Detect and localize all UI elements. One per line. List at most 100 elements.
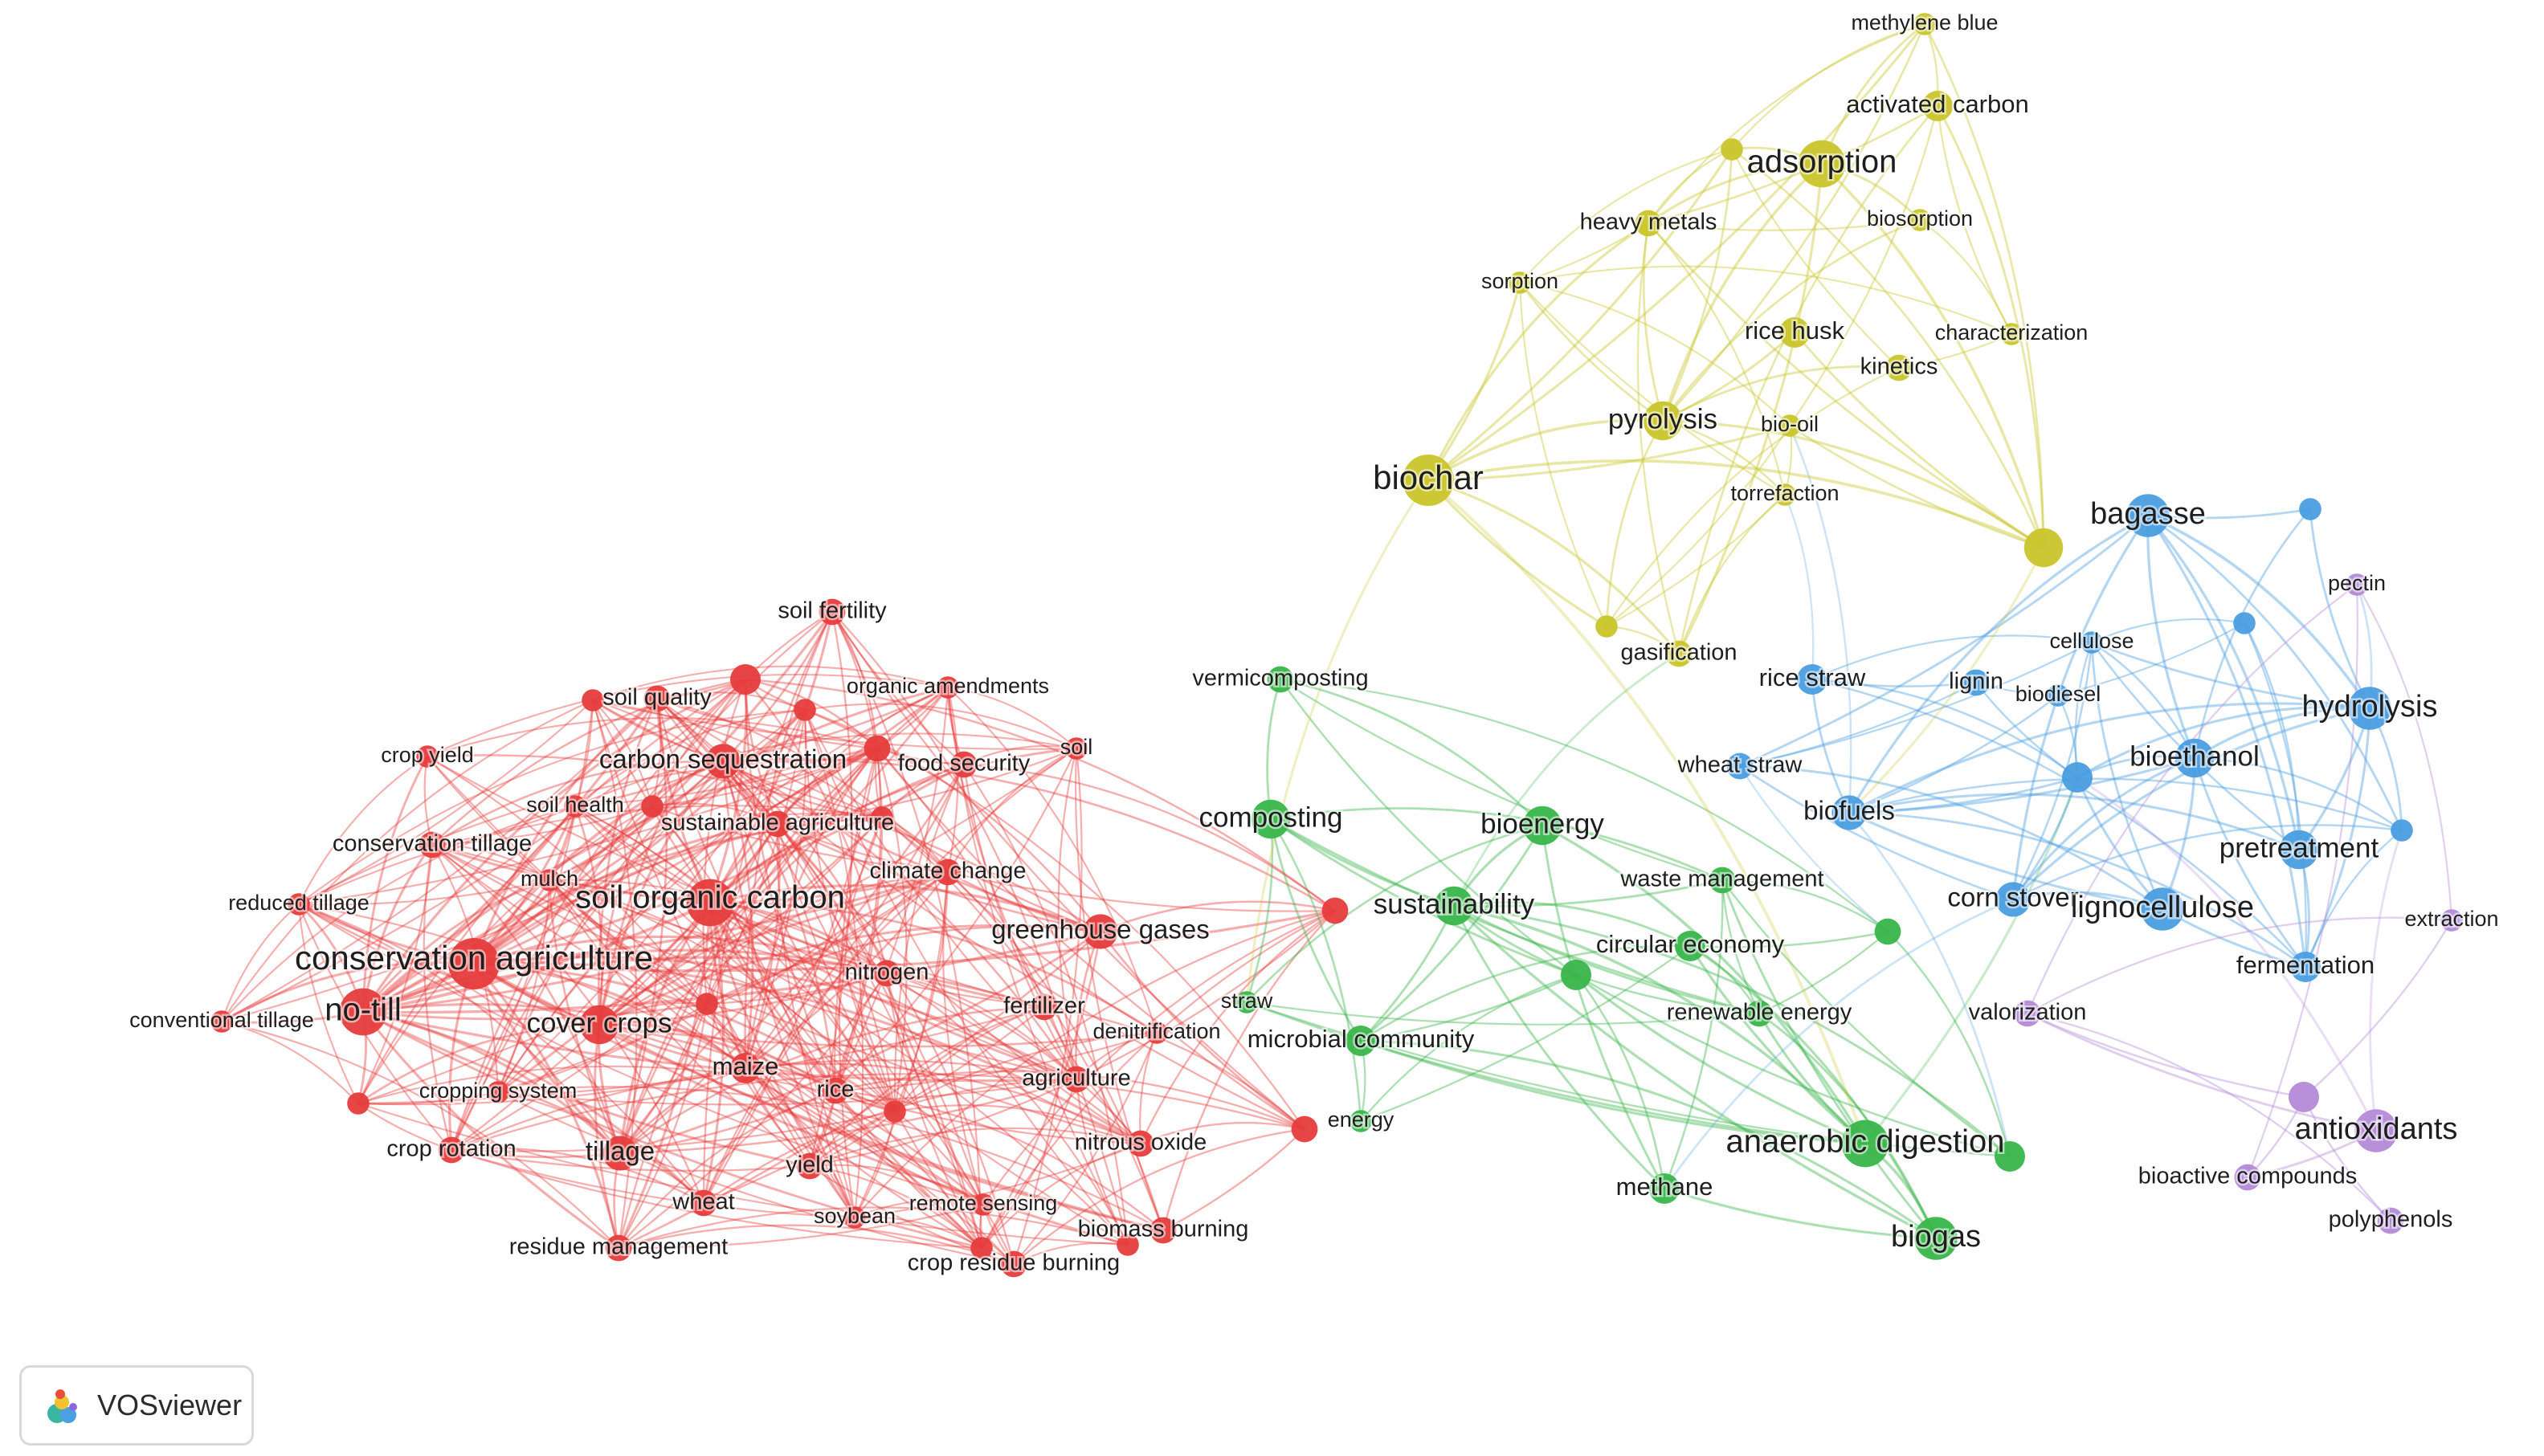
label-activated-carbon[interactable]: activated carbon xyxy=(1844,88,2031,120)
node-conventional-tillage[interactable] xyxy=(210,1010,233,1033)
node-u-yellow-1[interactable] xyxy=(1721,138,1743,161)
node-antioxidants[interactable] xyxy=(2354,1109,2398,1152)
node-u-red-13[interactable] xyxy=(1117,1234,1139,1256)
node-cover-crops[interactable] xyxy=(579,1005,619,1045)
label-methylene-blue[interactable]: methylene blue xyxy=(1849,9,2000,37)
node-anaerobic-digestion[interactable] xyxy=(1841,1120,1889,1168)
label-food-security[interactable]: food security xyxy=(896,748,1032,778)
label-methane[interactable]: methane xyxy=(1614,1171,1715,1203)
node-nitrogen[interactable] xyxy=(873,960,900,987)
label-corn-stover[interactable]: corn stover xyxy=(1946,880,2081,914)
label-agriculture[interactable]: agriculture xyxy=(1020,1063,1133,1093)
label-yield[interactable]: yield xyxy=(784,1150,836,1180)
label-pyrolysis[interactable]: pyrolysis xyxy=(1606,402,1719,437)
node-biofuels[interactable] xyxy=(1831,795,1867,830)
label-crop-rotation[interactable]: crop rotation xyxy=(385,1134,518,1164)
label-denitrification[interactable]: denitrification xyxy=(1091,1018,1223,1046)
label-conventional-tillage[interactable]: conventional tillage xyxy=(128,1006,316,1034)
label-hydrolysis[interactable]: hydrolysis xyxy=(2300,688,2440,726)
node-u-green-3[interactable] xyxy=(1995,1141,2025,1172)
label-crop-residue-burning[interactable]: crop residue burning xyxy=(905,1248,1121,1278)
label-biogas[interactable]: biogas xyxy=(1889,1218,1983,1256)
label-valorization[interactable]: valorization xyxy=(1966,997,2089,1027)
node-remote-sensing[interactable] xyxy=(972,1193,994,1216)
node-u-red-6[interactable] xyxy=(871,806,893,829)
node-nitrous-oxide[interactable] xyxy=(1127,1130,1154,1157)
label-greenhouse-gases[interactable]: greenhouse gases xyxy=(990,912,1212,946)
node-heavy-metals[interactable] xyxy=(1635,210,1662,237)
node-organic-amendments[interactable] xyxy=(937,676,959,699)
label-pectin[interactable]: pectin xyxy=(2326,569,2387,597)
label-wheat-straw[interactable]: wheat straw xyxy=(1675,750,1805,780)
label-sorption[interactable]: sorption xyxy=(1479,267,1560,296)
node-valorization[interactable] xyxy=(2014,1000,2041,1027)
node-u-red-2[interactable] xyxy=(582,689,604,712)
label-conservation-agriculture[interactable]: conservation agriculture xyxy=(293,937,655,979)
node-soil-organic-carbon[interactable] xyxy=(686,879,734,927)
node-mulch[interactable] xyxy=(538,869,561,891)
node-no-till[interactable] xyxy=(339,988,387,1036)
label-antioxidants[interactable]: antioxidants xyxy=(2293,1111,2460,1148)
node-u-red-8[interactable] xyxy=(1321,897,1349,924)
node-u-red-1[interactable] xyxy=(730,664,761,695)
node-u-green-2[interactable] xyxy=(1561,960,1591,990)
label-sustainable-agriculture[interactable]: sustainable agriculture xyxy=(659,808,896,838)
node-biogas[interactable] xyxy=(1914,1217,1958,1260)
node-crop-rotation[interactable] xyxy=(438,1136,465,1164)
node-u-red-7[interactable] xyxy=(696,993,718,1015)
label-maize[interactable]: maize xyxy=(710,1050,781,1083)
node-pyrolysis[interactable] xyxy=(1643,401,1683,441)
node-u-blue-1[interactable] xyxy=(2299,498,2321,520)
label-cellulose[interactable]: cellulose xyxy=(2048,627,2136,655)
label-straw[interactable]: straw xyxy=(1219,987,1275,1015)
label-gasification[interactable]: gasification xyxy=(1619,638,1739,667)
label-soil-quality[interactable]: soil quality xyxy=(601,683,714,712)
node-sorption[interactable] xyxy=(1509,271,1531,294)
node-agriculture[interactable] xyxy=(1063,1066,1090,1093)
node-biodiesel[interactable] xyxy=(2047,684,2069,707)
label-wheat[interactable]: wheat xyxy=(670,1187,737,1217)
node-rice[interactable] xyxy=(822,1077,849,1104)
node-biochar[interactable] xyxy=(1403,455,1454,506)
label-soil[interactable]: soil xyxy=(1058,733,1095,761)
label-soil-health[interactable]: soil health xyxy=(525,791,627,819)
node-straw[interactable] xyxy=(1235,991,1258,1013)
node-microbial-community[interactable] xyxy=(1346,1026,1376,1056)
label-rice-husk[interactable]: rice husk xyxy=(1742,315,1847,347)
vosviewer-badge[interactable]: VOSviewer xyxy=(19,1365,254,1446)
label-microbial-community[interactable]: microbial community xyxy=(1245,1023,1476,1055)
label-biomass-burning[interactable]: biomass burning xyxy=(1076,1214,1251,1244)
node-crop-yield[interactable] xyxy=(416,745,439,768)
node-bio-oil[interactable] xyxy=(1778,414,1801,437)
node-reduced-tillage[interactable] xyxy=(288,893,310,916)
node-bioethanol[interactable] xyxy=(2174,738,2215,778)
node-biosorption[interactable] xyxy=(1909,209,1931,231)
node-sustainability[interactable] xyxy=(1434,886,1474,926)
node-energy[interactable] xyxy=(1350,1110,1372,1132)
label-nitrogen[interactable]: nitrogen xyxy=(843,957,931,987)
node-gasification[interactable] xyxy=(1665,640,1693,667)
label-rice[interactable]: rice xyxy=(815,1075,856,1104)
label-torrefaction[interactable]: torrefaction xyxy=(1729,479,1841,508)
node-carbon-sequestration[interactable] xyxy=(705,744,741,779)
label-biofuels[interactable]: biofuels xyxy=(1802,793,1897,827)
node-lignocellulose[interactable] xyxy=(2141,887,2184,931)
label-fertilizer[interactable]: fertilizer xyxy=(1002,991,1088,1021)
label-biochar[interactable]: biochar xyxy=(1371,457,1486,499)
node-food-security[interactable] xyxy=(950,751,978,778)
node-u-red-12[interactable] xyxy=(970,1237,993,1259)
node-conservation-agriculture[interactable] xyxy=(448,938,500,989)
label-bioethanol[interactable]: bioethanol xyxy=(2128,739,2262,774)
label-lignin[interactable]: lignin xyxy=(1947,667,2006,696)
label-organic-amendments[interactable]: organic amendments xyxy=(844,672,1051,700)
node-maize[interactable] xyxy=(730,1053,761,1083)
node-bioenergy[interactable] xyxy=(1522,805,1562,846)
node-hydrolysis[interactable] xyxy=(2348,687,2391,730)
label-soil-fertility[interactable]: soil fertility xyxy=(776,596,889,626)
node-pretreatment[interactable] xyxy=(2279,830,2319,870)
node-conservation-tillage[interactable] xyxy=(419,831,446,859)
node-u-red-3[interactable] xyxy=(794,699,816,721)
label-cover-crops[interactable]: cover crops xyxy=(525,1005,674,1041)
node-vermicomposting[interactable] xyxy=(1267,666,1294,693)
node-soil-quality[interactable] xyxy=(643,685,671,712)
